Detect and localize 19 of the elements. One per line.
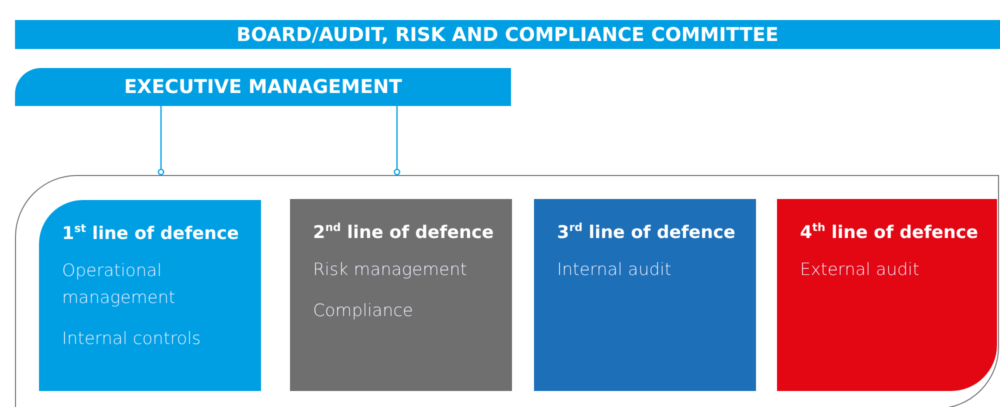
card-item: Risk management	[313, 258, 468, 282]
defence-line-card	[777, 199, 997, 391]
card-item: External audit	[800, 258, 920, 282]
defence-line-card	[39, 200, 261, 391]
defence-lines-frame	[15, 175, 999, 407]
card-item: Operational management	[62, 260, 176, 310]
defence-line-card	[534, 199, 756, 391]
card-item: Compliance	[313, 300, 414, 323]
card-heading: 3$^{rd}$ line of defence	[557, 221, 736, 243]
connector-line	[158, 106, 164, 176]
card-heading: 2$^{nd}$ line of defence	[313, 221, 492, 243]
card-item: Internal controls	[62, 328, 202, 351]
management-tab: EXECUTIVE MANAGEMENT	[15, 68, 511, 106]
defence-line-card	[290, 199, 512, 391]
committee-banner: BOARD/AUDIT, RISK AND COMPLIANCE COMMITTEE	[15, 20, 1000, 49]
card-heading: 4$^{th}$ line of defence	[800, 221, 977, 243]
connector-line	[394, 106, 400, 176]
card-item: Internal audit	[557, 258, 672, 282]
card-heading: 1$^{st}$ line of defence	[62, 222, 240, 244]
